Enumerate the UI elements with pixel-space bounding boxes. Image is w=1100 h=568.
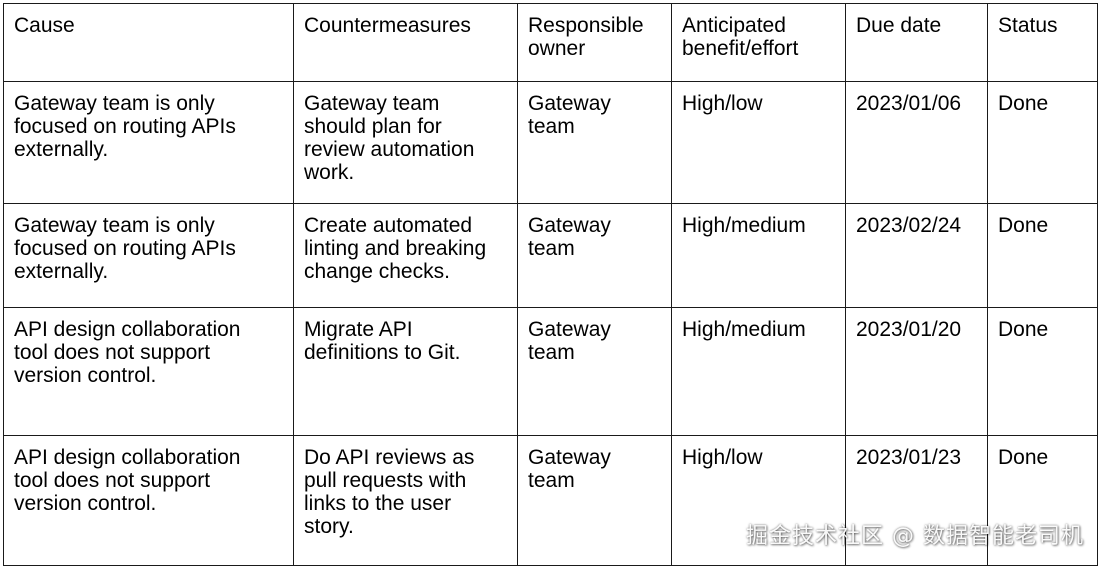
cell-cause: Gateway team is only focused on routing … [3,203,294,308]
cell-owner: Gateway team [517,81,672,204]
cell-due-date: 2023/01/06 [845,81,988,204]
cell-countermeasure: Migrate API definitions to Git. [293,307,518,436]
cell-status: Done [987,203,1098,308]
cell-owner: Gateway team [517,307,672,436]
table-row: Gateway team is only focused on routing … [3,203,1098,308]
cell-cause: API design collaboration tool does not s… [3,435,294,566]
header-status: Status [987,3,1098,82]
cell-cause: Gateway team is only focused on routing … [3,81,294,204]
cell-status: Done [987,435,1098,566]
table-row: API design collaboration tool does not s… [3,307,1098,436]
header-anticipated-benefit-effort: Anticipated benefit/effort [671,3,846,82]
cell-benefit-effort: High/low [671,435,846,566]
countermeasures-table: Cause Countermeasures Responsible owner … [3,3,1098,566]
table-row: API design collaboration tool does not s… [3,435,1098,566]
cell-benefit-effort: High/low [671,81,846,204]
cell-countermeasure: Create automated linting and breaking ch… [293,203,518,308]
table-header-row: Cause Countermeasures Responsible owner … [3,3,1098,82]
cell-benefit-effort: High/medium [671,307,846,436]
cell-cause: API design collaboration tool does not s… [3,307,294,436]
cell-due-date: 2023/01/23 [845,435,988,566]
cell-owner: Gateway team [517,203,672,308]
cell-countermeasure: Do API reviews as pull requests with lin… [293,435,518,566]
cell-status: Done [987,307,1098,436]
cell-status: Done [987,81,1098,204]
countermeasures-table-container: Cause Countermeasures Responsible owner … [3,3,1098,566]
header-countermeasures: Countermeasures [293,3,518,82]
header-responsible-owner: Responsible owner [517,3,672,82]
header-cause: Cause [3,3,294,82]
header-due-date: Due date [845,3,988,82]
cell-countermeasure: Gateway team should plan for review auto… [293,81,518,204]
cell-due-date: 2023/01/20 [845,307,988,436]
cell-benefit-effort: High/medium [671,203,846,308]
table-row: Gateway team is only focused on routing … [3,81,1098,204]
cell-due-date: 2023/02/24 [845,203,988,308]
cell-owner: Gateway team [517,435,672,566]
